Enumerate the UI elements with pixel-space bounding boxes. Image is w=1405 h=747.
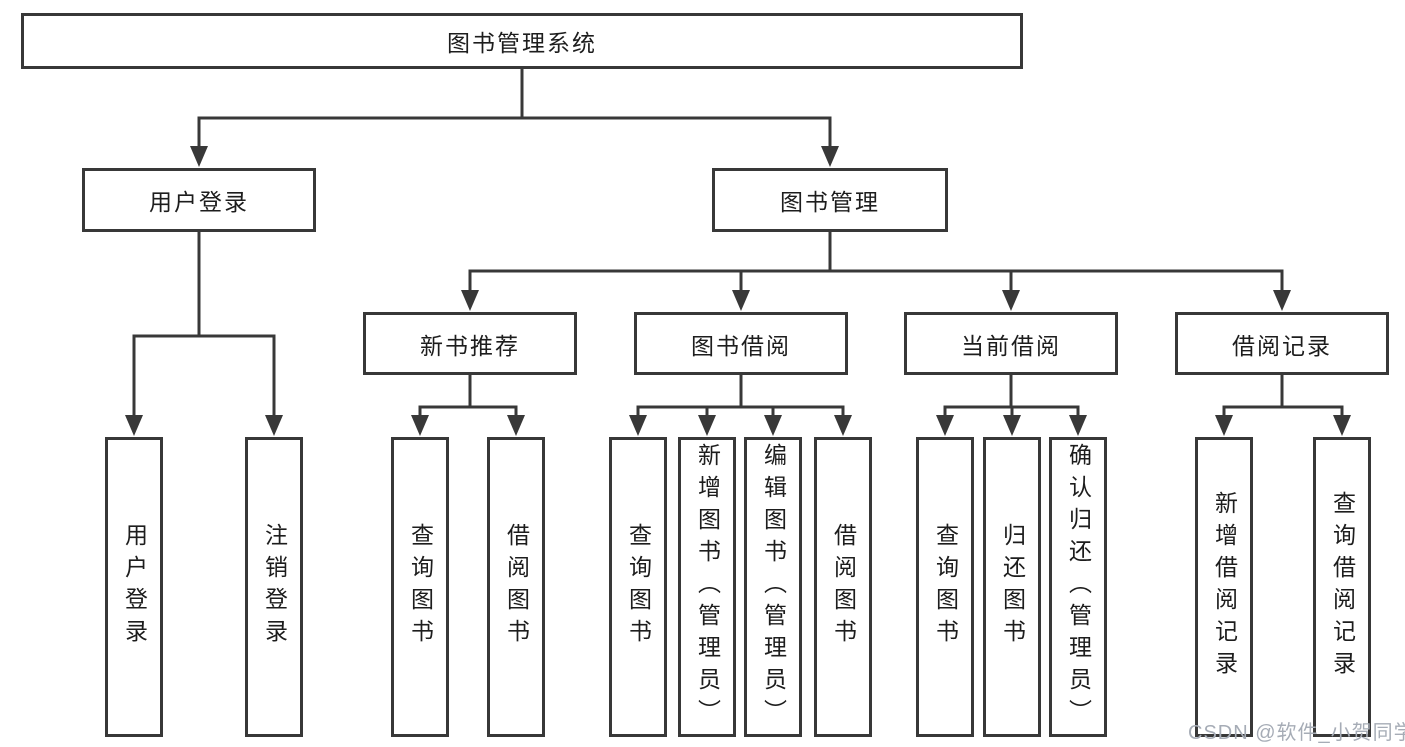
node-user-login-label: 用户登录	[149, 189, 249, 215]
node-new-book-recommend: 新书推荐	[363, 312, 577, 375]
leaf-return-books-label: 归还图书	[999, 523, 1026, 651]
leaf-edit-books-admin: 编辑图书（管理员）	[744, 437, 802, 737]
node-root-label: 图书管理系统	[447, 30, 597, 56]
node-book-borrowing: 图书借阅	[634, 312, 848, 375]
csdn-watermark: CSDN @软件_小贺同学	[1188, 722, 1405, 744]
arrowheads	[125, 146, 1351, 436]
leaf-add-borrow-record: 新增借阅记录	[1195, 437, 1253, 737]
leaf-confirm-return-admin-label: 确认归还（管理员）	[1065, 443, 1092, 731]
leaf-logout-label: 注销登录	[261, 523, 288, 651]
node-book-management-label: 图书管理	[780, 189, 880, 215]
leaf-add-borrow-record-label: 新增借阅记录	[1211, 491, 1238, 683]
node-root-system: 图书管理系统	[21, 13, 1023, 69]
leaf-query-books-2: 查询图书	[609, 437, 667, 737]
leaf-query-books-3: 查询图书	[916, 437, 974, 737]
node-borrowing-records: 借阅记录	[1175, 312, 1389, 375]
leaf-query-books-2-label: 查询图书	[625, 523, 652, 651]
node-book-borrowing-label: 图书借阅	[691, 332, 791, 359]
node-current-borrowing: 当前借阅	[904, 312, 1118, 375]
leaf-borrow-books-2: 借阅图书	[814, 437, 872, 737]
leaf-query-books-3-label: 查询图书	[932, 523, 959, 651]
leaf-edit-books-admin-label: 编辑图书（管理员）	[760, 443, 787, 731]
node-current-borrowing-label: 当前借阅	[961, 332, 1061, 359]
leaf-query-borrow-record: 查询借阅记录	[1313, 437, 1371, 737]
leaf-borrow-books-2-label: 借阅图书	[830, 523, 857, 651]
leaf-return-books: 归还图书	[983, 437, 1041, 737]
leaf-add-books-admin: 新增图书（管理员）	[678, 437, 736, 737]
leaf-query-books-1: 查询图书	[391, 437, 449, 737]
leaf-logout: 注销登录	[245, 437, 303, 737]
node-borrowing-records-label: 借阅记录	[1232, 332, 1332, 359]
node-user-login: 用户登录	[82, 168, 316, 232]
leaf-query-borrow-record-label: 查询借阅记录	[1329, 491, 1356, 683]
leaf-confirm-return-admin: 确认归还（管理员）	[1049, 437, 1107, 737]
leaf-user-login: 用户登录	[105, 437, 163, 737]
leaf-query-books-1-label: 查询图书	[407, 523, 434, 651]
leaf-user-login-label: 用户登录	[121, 523, 148, 651]
leaf-borrow-books-1-label: 借阅图书	[503, 523, 530, 651]
node-book-management: 图书管理	[712, 168, 948, 232]
leaf-borrow-books-1: 借阅图书	[487, 437, 545, 737]
node-new-book-recommend-label: 新书推荐	[420, 332, 520, 359]
leaf-add-books-admin-label: 新增图书（管理员）	[694, 443, 721, 731]
